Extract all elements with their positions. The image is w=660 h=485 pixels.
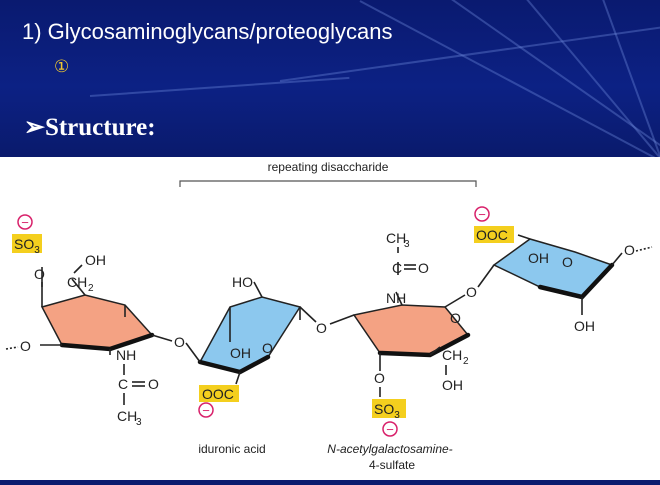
svg-text:O: O	[148, 376, 159, 392]
svg-text:3: 3	[136, 417, 142, 428]
svg-text:HO: HO	[232, 274, 253, 290]
so3-text: SO	[14, 236, 34, 252]
svg-text:OH: OH	[574, 318, 595, 334]
subheading: ➢Structure:	[24, 112, 156, 142]
background-streak	[89, 76, 350, 97]
subheading-text: Structure:	[44, 114, 156, 141]
background-streak	[359, 0, 660, 157]
svg-text:3: 3	[404, 239, 410, 250]
svg-text:2: 2	[463, 356, 469, 367]
diagram-panel: .bond { stroke:#222; stroke-width:1.6; f…	[0, 157, 660, 480]
glycosidic-o: O	[466, 284, 477, 300]
svg-text:OH: OH	[230, 345, 251, 361]
svg-text:O: O	[374, 370, 385, 386]
svg-text:CH: CH	[117, 408, 137, 424]
pink-ring-left: O SO3 − CH 2 OH O NH	[5, 214, 173, 428]
svg-text:NH: NH	[386, 290, 406, 306]
ooc-highlight	[199, 385, 239, 402]
blue-ring-right: O OOC − OH OH O	[474, 206, 653, 334]
galnac-label-line2: 4-sulfate	[369, 458, 415, 472]
svg-text:OH: OH	[442, 377, 463, 393]
galnac-label-line1: N-acetylgalactosamine-	[327, 442, 452, 456]
background-streak	[519, 0, 660, 157]
negative-charge-icon	[198, 402, 214, 418]
svg-text:CH: CH	[67, 274, 87, 290]
svg-text:O: O	[262, 340, 273, 356]
svg-text:O: O	[624, 242, 635, 258]
svg-text:O: O	[450, 310, 461, 326]
blue-ring-iduronic: O HO OH OOC −	[185, 274, 317, 418]
repeating-bracket: repeating disaccharide	[179, 160, 477, 187]
svg-text:−: −	[386, 422, 394, 437]
iduronic-acid-label: iduronic acid	[198, 442, 265, 456]
negative-charge-icon	[382, 421, 398, 437]
svg-text:SO3: SO3	[14, 236, 40, 256]
svg-text:2: 2	[88, 283, 94, 294]
svg-text:SO3: SO3	[374, 401, 400, 421]
slide-title: 1) Glycosaminoglycans/proteoglycans	[22, 19, 393, 44]
svg-text:O: O	[418, 260, 429, 276]
arrow-bullet-icon: ➢	[24, 114, 45, 141]
so3-highlight	[12, 234, 42, 253]
svg-text:OOC: OOC	[202, 386, 234, 402]
ring-o-label: O	[34, 266, 45, 282]
glycosidic-o: O	[174, 334, 185, 350]
svg-text:C: C	[118, 376, 128, 392]
pink-ring-galnac: O NH C O CH 3 O SO3 −	[329, 230, 471, 437]
so3-highlight	[372, 399, 406, 418]
svg-text:CH: CH	[386, 230, 406, 246]
bullet-marker: ①	[54, 57, 70, 77]
background-streak	[439, 0, 660, 157]
svg-text:O: O	[20, 338, 31, 354]
glycosidic-o: O	[316, 320, 327, 336]
svg-text:−: −	[478, 207, 486, 222]
svg-text:OH: OH	[85, 252, 106, 268]
disaccharide-diagram: .bond { stroke:#222; stroke-width:1.6; f…	[5, 160, 653, 472]
svg-text:CH: CH	[442, 347, 462, 363]
negative-charge-icon	[17, 214, 33, 230]
svg-text:OOC: OOC	[476, 227, 508, 243]
negative-charge-icon	[474, 206, 490, 222]
svg-text:OH: OH	[528, 250, 549, 266]
slide-header: 1) Glycosaminoglycans/proteoglycans ① ➢S…	[0, 0, 660, 157]
svg-text:C: C	[392, 260, 402, 276]
svg-text:NH: NH	[116, 347, 136, 363]
svg-text:O: O	[562, 254, 573, 270]
svg-text:−: −	[21, 215, 29, 230]
svg-text:−: −	[202, 403, 210, 418]
bracket-label: repeating disaccharide	[268, 160, 389, 174]
ooc-highlight	[474, 226, 514, 243]
